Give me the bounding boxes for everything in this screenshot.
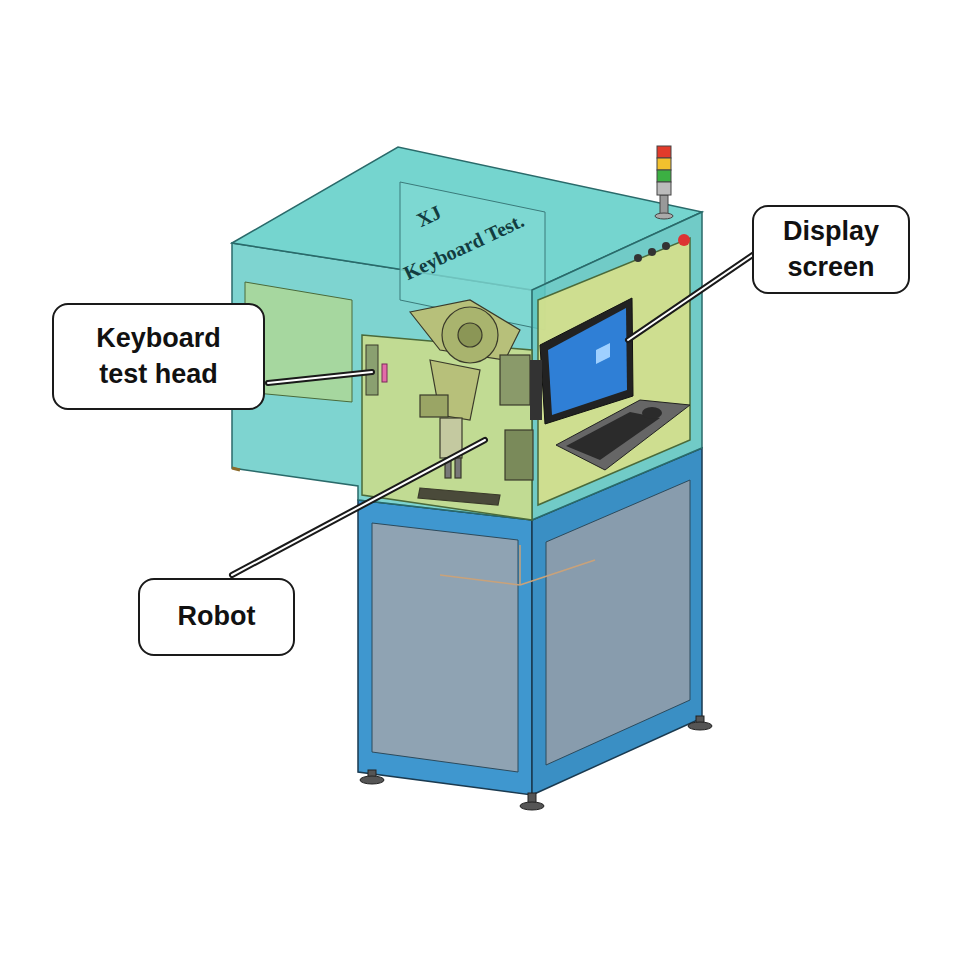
mouse — [642, 407, 662, 419]
control-buttons — [634, 234, 690, 262]
monitor-arm — [530, 360, 542, 420]
callout-text: Display screen — [766, 214, 896, 284]
axis-arrows — [440, 545, 595, 585]
monitor-bezel — [540, 298, 633, 424]
side-panel — [538, 238, 690, 505]
base-right-panel — [546, 480, 690, 765]
signal-tower — [655, 146, 673, 219]
monitor-screen — [548, 308, 627, 415]
keyboard — [566, 412, 660, 460]
leader-lines — [232, 252, 757, 575]
base-left-panel — [372, 523, 518, 772]
base-left-face — [358, 500, 532, 795]
feet — [360, 716, 712, 810]
callout-box: Keyboard test head — [52, 303, 265, 410]
robot-arm — [410, 300, 533, 505]
hood-edge — [232, 468, 240, 470]
callout-box: Robot — [138, 578, 295, 656]
screen-logo — [596, 343, 610, 364]
keyboard-tray — [556, 400, 690, 470]
callout-text: Robot — [178, 599, 256, 634]
callout-box: Display screen — [752, 205, 910, 294]
enclosure-right-face — [532, 212, 702, 520]
callout-text: Keyboard test head — [76, 321, 241, 391]
test-head-tip — [382, 364, 387, 382]
